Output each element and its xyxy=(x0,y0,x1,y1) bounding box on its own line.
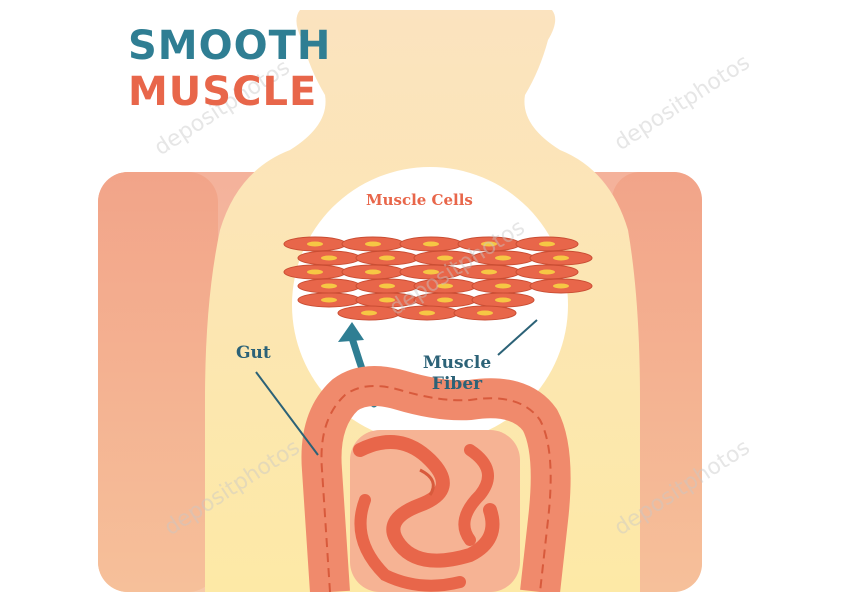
title-muscle: MUSCLE xyxy=(128,69,318,115)
cell-nucleus xyxy=(477,310,493,316)
cell-nucleus xyxy=(379,283,395,289)
cell-nucleus xyxy=(365,269,381,275)
small-intestine xyxy=(350,430,520,592)
cell-nucleus xyxy=(379,255,395,261)
muscle-cells xyxy=(283,236,593,321)
cell-nucleus xyxy=(321,297,337,303)
cell-nucleus xyxy=(423,269,439,275)
cell-nucleus xyxy=(361,310,377,316)
cell-nucleus xyxy=(495,297,511,303)
cell-nucleus xyxy=(321,255,337,261)
title-smooth: SMOOTH xyxy=(128,23,332,69)
muscle-fiber-label: Muscle Fiber xyxy=(422,353,492,394)
cell-nucleus xyxy=(437,297,453,303)
large-intestine-outline xyxy=(320,385,552,592)
up-arrow-head xyxy=(338,322,364,342)
cell-nucleus xyxy=(307,241,323,247)
cell-nucleus xyxy=(437,255,453,261)
gut-pointer-line xyxy=(255,371,319,456)
cell-nucleus xyxy=(495,283,511,289)
cell-nucleus xyxy=(553,255,569,261)
cell-nucleus xyxy=(365,241,381,247)
cell-nucleus xyxy=(321,283,337,289)
cell-nucleus xyxy=(481,269,497,275)
cell-nucleus xyxy=(495,255,511,261)
cell-nucleus xyxy=(539,269,555,275)
cell-nucleus xyxy=(419,310,435,316)
cell-nucleus xyxy=(423,241,439,247)
cell-nucleus xyxy=(481,241,497,247)
cell-nucleus xyxy=(553,283,569,289)
cell-nucleus xyxy=(307,269,323,275)
cell-nucleus xyxy=(379,297,395,303)
fiber-pointer-line xyxy=(497,319,538,356)
muscle-cells-label: Muscle Cells xyxy=(366,191,473,209)
cell-nucleus xyxy=(539,241,555,247)
gut-label: Gut xyxy=(236,343,271,363)
cell-nucleus xyxy=(437,283,453,289)
